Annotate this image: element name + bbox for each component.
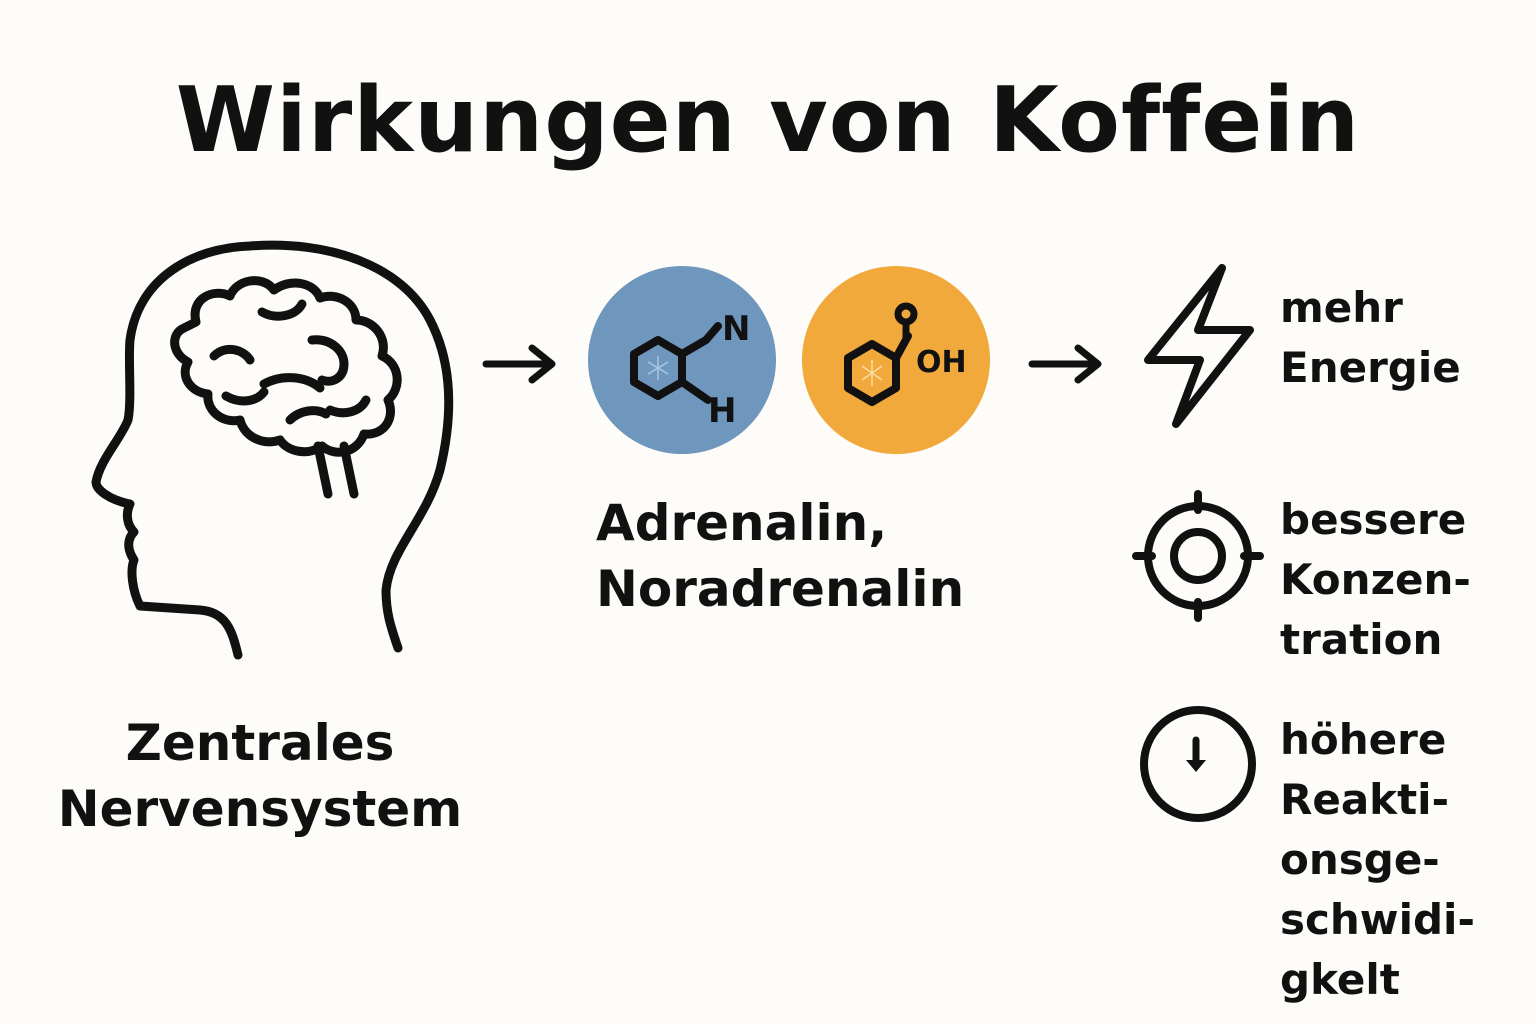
cns-label-line: Zentrales (125, 714, 395, 772)
effect-label-line: gkelt (1280, 955, 1400, 1004)
effect-label-line: Energie (1280, 343, 1461, 392)
hormone-label: Adrenalin, Noradrenalin (596, 490, 964, 622)
arrow-right-icon (1028, 344, 1102, 384)
lightning-icon (1144, 264, 1254, 428)
cns-label-line: Nervensystem (57, 780, 463, 838)
brain-outline (170, 276, 402, 457)
molecule-noradrenalin-icon: OH (802, 266, 990, 454)
page-title: Wirkungen von Koffein (175, 68, 1361, 173)
effect-reaction-label: höhere Reakti- onsge- schwidi- gkelt (1280, 710, 1475, 1010)
target-icon (1132, 490, 1264, 622)
hormone-label-line: Adrenalin, (596, 494, 888, 552)
atom-oh-label: OH (916, 345, 967, 380)
hormone-label-line: Noradrenalin (596, 560, 965, 618)
cns-label: Zentrales Nervensystem (0, 710, 520, 842)
effect-label-line: tration (1280, 615, 1443, 664)
brain-stem (313, 441, 333, 499)
effect-label-line: onsge- (1280, 835, 1440, 884)
effect-energy-label: mehr Energie (1280, 278, 1461, 398)
effect-label-line: bessere (1280, 495, 1467, 544)
effect-label-line: Konzen- (1280, 555, 1471, 604)
effect-label-line: Reakti- (1280, 775, 1450, 824)
arrow-right-icon (482, 344, 556, 384)
effect-label-line: mehr (1280, 283, 1403, 332)
atom-n-label: N (722, 309, 750, 349)
effect-label-line: höhere (1280, 715, 1447, 764)
clock-icon (1140, 706, 1256, 822)
atom-h-label: H (708, 391, 736, 431)
effect-label-line: schwidi- (1280, 895, 1475, 944)
effect-concentration-label: bessere Konzen- tration (1280, 490, 1471, 670)
head-brain-icon (91, 240, 454, 660)
molecule-adrenalin-icon: N H (588, 266, 776, 454)
head-outline (91, 240, 454, 660)
